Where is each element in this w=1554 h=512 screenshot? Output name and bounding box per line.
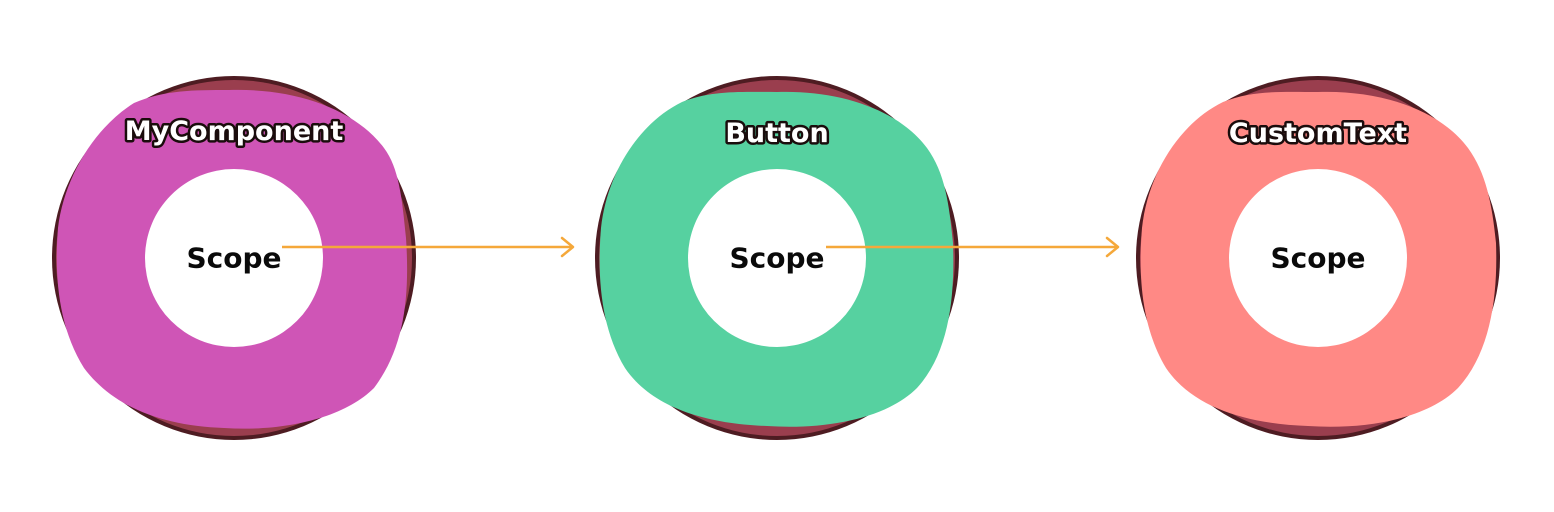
- component-node-button: Button Scope: [595, 76, 959, 440]
- component-title: Button: [725, 118, 828, 149]
- arrow-head: [1105, 236, 1120, 258]
- scope-hole: [688, 169, 866, 347]
- scope-arrow-button-to-customtext: [826, 236, 1120, 258]
- scope-hole: [1229, 169, 1407, 347]
- component-node-mycomponent: MyComponent Scope: [52, 76, 416, 440]
- component-title: MyComponent: [125, 116, 344, 147]
- scope-label: Scope: [729, 242, 824, 275]
- scope-arrow-mycomponent-to-button: [282, 236, 575, 258]
- component-node-customtext: CustomText Scope: [1136, 76, 1500, 440]
- component-title: CustomText: [1229, 118, 1407, 149]
- scope-label: Scope: [1270, 242, 1365, 275]
- scope-hole: [145, 169, 323, 347]
- arrow-head: [560, 236, 575, 258]
- scope-label: Scope: [186, 242, 281, 275]
